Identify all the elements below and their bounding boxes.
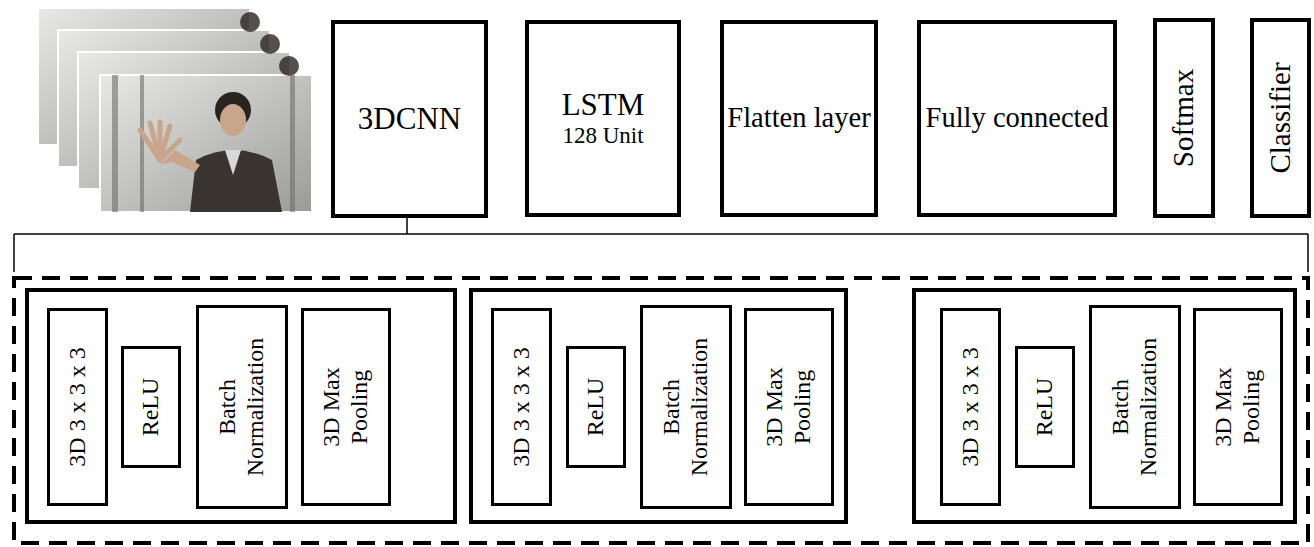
layer-label: 3D 3 x 3 x 3 <box>508 317 536 497</box>
layer-label: Fully connected <box>926 102 1109 135</box>
layer-label: Flatten layer <box>727 102 870 135</box>
rotated-label-wrap: ReLU <box>1031 352 1059 462</box>
rotated-label-wrap: 3D Max Pooling <box>761 347 816 467</box>
layer-label: 3D Max Pooling <box>761 347 816 467</box>
layer-label: 3D Max Pooling <box>318 347 373 467</box>
layer-label: Batch Normalization <box>658 317 713 497</box>
rotated-label-wrap: Batch Normalization <box>1107 317 1162 497</box>
softmax-box: Softmax <box>1153 18 1215 218</box>
conv-kernel-box: 3D 3 x 3 x 3 <box>940 308 1001 506</box>
relu-box: ReLU <box>1015 346 1075 468</box>
rotated-label-wrap: Classifier <box>1264 28 1297 208</box>
lstm-box: LSTM128 Unit <box>525 20 681 217</box>
relu-box: ReLU <box>566 346 626 468</box>
layer-label: Softmax <box>1167 28 1200 208</box>
layer-label: 3DCNN <box>358 101 461 137</box>
conv3d-box: 3DCNN <box>331 20 488 218</box>
maxpool-box: 3D Max Pooling <box>744 308 834 506</box>
layer-label: 3D Max Pooling <box>1210 347 1265 467</box>
rotated-label-wrap: ReLU <box>582 352 610 462</box>
layer-label: Classifier <box>1264 28 1297 208</box>
rotated-label-wrap: 3D 3 x 3 x 3 <box>508 317 536 497</box>
video-frames <box>38 8 312 212</box>
layer-label: 3D 3 x 3 x 3 <box>957 317 985 497</box>
rotated-label-wrap: 3D Max Pooling <box>318 347 373 467</box>
batchnorm-box: Batch Normalization <box>640 305 732 509</box>
rotated-label-wrap: Batch Normalization <box>214 317 269 497</box>
bracket <box>14 218 1308 272</box>
batchnorm-box: Batch Normalization <box>196 305 288 509</box>
rotated-label-wrap: 3D 3 x 3 x 3 <box>957 317 985 497</box>
flatten-box: Flatten layer <box>720 20 878 217</box>
rotated-label-wrap: Batch Normalization <box>658 317 713 497</box>
maxpool-box: 3D Max Pooling <box>301 308 391 506</box>
layer-label: ReLU <box>1031 352 1059 462</box>
layer-label: Batch Normalization <box>214 317 269 497</box>
layer-label: 3D 3 x 3 x 3 <box>64 317 92 497</box>
maxpool-box: 3D Max Pooling <box>1193 308 1283 506</box>
rotated-label-wrap: 3D Max Pooling <box>1210 347 1265 467</box>
batchnorm-box: Batch Normalization <box>1089 305 1181 509</box>
rotated-label-wrap: Softmax <box>1167 28 1200 208</box>
dashed-region <box>14 278 1308 543</box>
layer-label: Batch Normalization <box>1107 317 1162 497</box>
layer-label: ReLU <box>582 352 610 462</box>
rotated-label-wrap: ReLU <box>137 352 165 462</box>
relu-box: ReLU <box>121 346 181 468</box>
layer-label: ReLU <box>137 352 165 462</box>
classifier-box: Classifier <box>1250 18 1311 218</box>
rotated-label-wrap: 3D 3 x 3 x 3 <box>64 317 92 497</box>
dense-box: Fully connected <box>917 20 1117 217</box>
conv-kernel-box: 3D 3 x 3 x 3 <box>47 308 108 506</box>
layer-label: 128 Unit <box>562 123 643 149</box>
conv-kernel-box: 3D 3 x 3 x 3 <box>491 308 552 506</box>
layer-label: LSTM <box>562 87 645 123</box>
block-groups <box>27 290 1295 522</box>
